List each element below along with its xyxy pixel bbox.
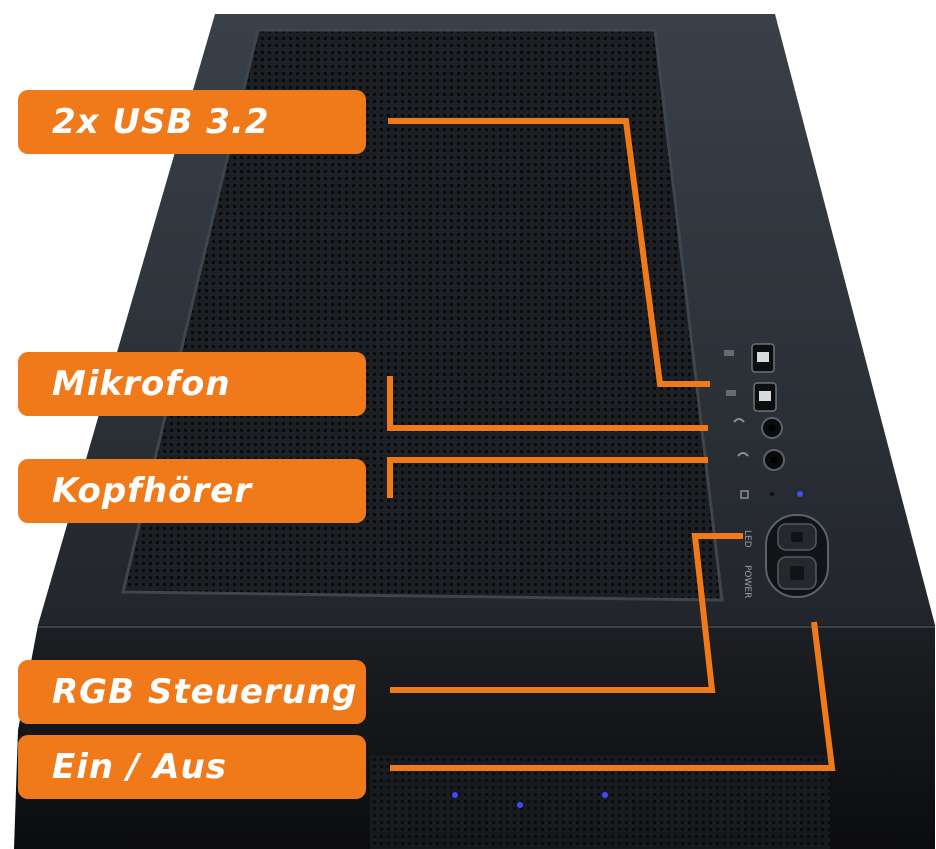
usb-port-icon bbox=[753, 382, 777, 412]
leader-line-microphone bbox=[387, 376, 708, 431]
power-callout-label: Ein / Aus bbox=[18, 735, 366, 799]
microphone-callout-label: Mikrofon bbox=[18, 352, 366, 416]
leader-line-power bbox=[390, 621, 836, 771]
rgb-control-callout-label: RGB Steuerung bbox=[18, 660, 366, 724]
usb-port-icon bbox=[751, 343, 775, 373]
power-panel-text: POWER bbox=[742, 565, 752, 598]
power-button-housing bbox=[765, 514, 829, 598]
leader-line-rgb bbox=[390, 533, 743, 693]
usb-callout-label: 2x USB 3.2 bbox=[18, 90, 366, 154]
headphones-callout-label: Kopfhörer bbox=[18, 459, 366, 523]
leader-line-headphones bbox=[387, 457, 708, 498]
leader-line-usb bbox=[388, 118, 710, 387]
led-panel-text: LED bbox=[742, 530, 752, 548]
